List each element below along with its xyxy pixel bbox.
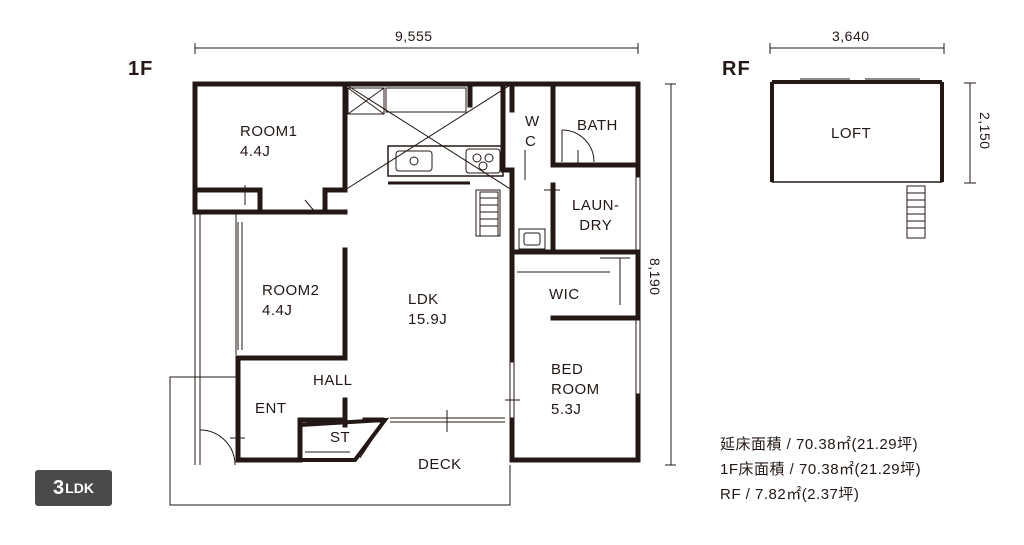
ldk-name: LDK — [408, 291, 439, 308]
ldk-size: 15.9J — [408, 311, 448, 328]
first-width-dimension: 9,555 — [395, 28, 433, 44]
badge-type: LDK — [65, 480, 94, 496]
area-summary: 延床面積 / 70.38㎡(21.29坪) 1F床面積 / 70.38㎡(21.… — [720, 432, 921, 507]
loft-plan — [770, 78, 944, 183]
storage-label: ST — [330, 429, 351, 446]
deck-label: DECK — [418, 456, 462, 473]
first-floor-area: 1F床面積 / 70.38㎡(21.29坪) — [720, 461, 922, 478]
loft-label: LOFT — [831, 125, 872, 142]
room1-size: 4.4J — [240, 143, 271, 160]
roof-width-dimension: 3,640 — [832, 28, 870, 44]
room1-label: ROOM1 4.4J — [240, 122, 298, 162]
hall-label: HALL — [313, 372, 353, 389]
laundry-line2: DRY — [579, 217, 613, 234]
wc-line1: W — [525, 113, 540, 130]
wc-line2: C — [525, 133, 537, 150]
room2-name: ROOM2 — [262, 282, 320, 299]
wic-label: WIC — [549, 286, 580, 303]
total-floor-area: 延床面積 / 70.38㎡(21.29坪) — [720, 436, 919, 453]
wc-label: W C — [525, 112, 540, 152]
roof-floor-area: RF / 7.82㎡(2.37坪) — [720, 486, 860, 503]
bedroom-label: BED ROOM 5.3J — [551, 360, 600, 420]
exterior-stairs — [479, 185, 926, 239]
bedroom-line2: ROOM — [551, 381, 600, 398]
entrance-label: ENT — [255, 400, 287, 417]
kitchen-lines — [344, 83, 513, 237]
room2-label: ROOM2 4.4J — [262, 281, 320, 321]
opening-arrows — [230, 150, 579, 439]
room2-size: 4.4J — [262, 302, 293, 319]
stair-storage — [298, 417, 390, 462]
bedroom-line1: BED — [551, 361, 584, 378]
bedroom-size: 5.3J — [551, 401, 582, 418]
porch-deck-outline — [169, 213, 511, 506]
roof-floor-label: RF — [722, 58, 751, 80]
bath-label: BATH — [577, 117, 618, 134]
dimension-lines — [194, 43, 976, 466]
ldk-label: LDK 15.9J — [408, 290, 447, 330]
room1-name: ROOM1 — [240, 123, 298, 140]
first-floor-label: 1F — [128, 58, 154, 80]
laundry-line1: LAUN- — [572, 197, 620, 214]
laundry-label: LAUN- DRY — [572, 196, 620, 236]
badge-number: 3 — [53, 476, 65, 499]
roof-depth-dimension: 2,150 — [977, 112, 993, 150]
first-depth-dimension: 8,190 — [647, 258, 663, 296]
fixtures — [518, 129, 595, 250]
